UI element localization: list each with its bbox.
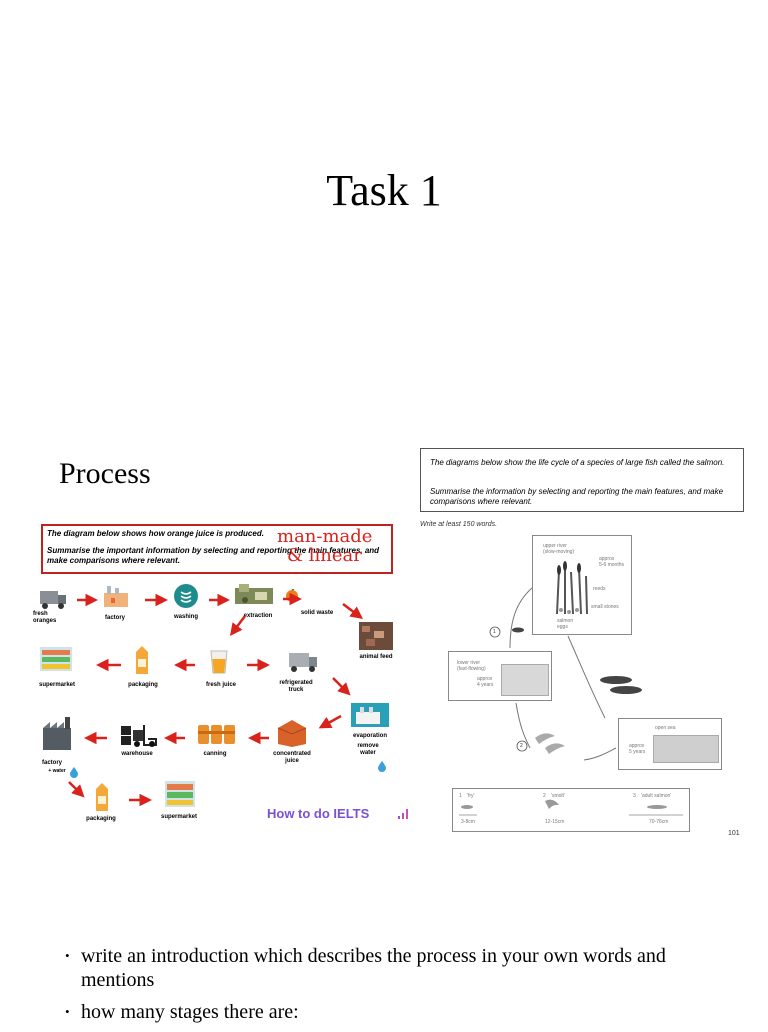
upper-river-box: upper river (slow-moving) approx 5-6 mon… [532,535,632,635]
evaporation-plant-icon [351,703,389,727]
salmon-cycle-arrows [489,587,642,761]
salmon-prompt-line1: The diagrams below show the life cycle o… [430,458,725,467]
upper-river-eggs: salmon eggs [557,618,574,630]
refrigerated-truck-icon [289,653,317,672]
slide-title: Task 1 [326,166,442,215]
label-animal-feed: animal feed [359,654,393,660]
upper-river-sub: (slow-moving) [543,549,575,555]
reeds-illustration [556,561,588,615]
cans-icon [198,725,235,744]
juice-glass-icon [210,650,228,674]
bullet-list: • write an introduction which describes … [64,944,724,1032]
bullet-item: • how many stages there are: [64,1000,724,1024]
label-supermarket-2: supermarket [160,814,198,820]
warehouse-forklift-icon [121,725,157,747]
label-factory-water: factory [41,760,62,766]
label-refrigerated-truck: refrigerated truck [279,680,313,693]
bullet-text: how many stages there are: [81,1001,299,1023]
page-number: 101 [728,830,740,837]
ielts-logo-text: How to do IELTS [267,806,370,821]
lower-river-approx: approx [477,676,493,682]
concentrated-juice-box-icon [277,720,307,747]
salmon-prompt-box: The diagrams below show the life cycle o… [420,448,744,512]
label-warehouse: warehouse [121,751,153,757]
supermarket-2-icon [165,781,195,807]
salmon-legend: 1 'fry' 3-8cm 2 'smolt' 12-15cm 3 'adult… [452,788,690,832]
lower-river-box: lower river (fast-flowing) approx 4 year… [448,651,552,701]
salmon-prompt-line2: Summarise the information by selecting a… [430,487,724,506]
open-sea-box: open sea approx 5 years [618,718,722,770]
bullet-item: • write an introduction which describes … [64,944,724,992]
factory-icon [104,586,128,607]
oj-prompt-line2: Summarise the important information by s… [47,546,380,565]
tag-linear: & linear [287,545,362,566]
oj-prompt-box: The diagram below shows how orange juice… [41,524,393,574]
marker-1: 1 [493,629,496,635]
upper-river-reeds: reeds [593,586,606,592]
open-sea-years: 5 years [629,749,646,755]
label-supermarket: supermarket [38,682,76,688]
legend-1-size: 3-8cm [461,819,475,825]
signal-bars-icon [398,809,408,819]
juice-carton-2-icon [96,783,108,811]
label-fresh-juice: fresh juice [205,682,236,688]
extraction-machine-icon [235,584,273,604]
legend-2-num: 2 [543,793,546,799]
salmon-diagram: The diagrams below show the life cycle o… [420,448,750,841]
label-solid-waste: solid waste [300,610,334,616]
label-washing: washing [173,614,198,620]
legend-1-num: 1 [459,793,462,799]
label-packaging-2: packaging [86,816,116,822]
legend-3-num: 3 [633,793,636,799]
process-arrows [68,592,363,807]
factory-water-icon [43,717,71,750]
legend-2-name: 'smolt' [551,793,565,799]
label-factory: factory [104,615,125,621]
truck-icon [40,591,66,609]
section-title: Process [59,457,151,490]
upper-river-months: 5-6 months [599,562,625,568]
upper-river-stones: small stones [591,604,619,610]
orange-juice-diagram: The diagram below shows how orange juice… [33,520,408,835]
water-drop-icon [70,767,78,778]
upper-river-approx: approx [599,556,615,562]
open-sea-title: open sea [655,725,676,731]
lower-river-sub: (fast-flowing) [457,666,486,672]
supermarket-icon [40,647,72,671]
upper-river-title: upper river [543,543,567,549]
legend-3-name: 'adult salmon' [641,793,672,799]
bullet-dot: • [65,948,70,963]
water-drop-remove-icon [378,761,386,772]
legend-3-size: 70-76cm [649,819,669,825]
open-sea-image [653,735,719,763]
label-evaporation: evaporation [352,733,387,739]
lower-river-years: 4 years [477,682,494,688]
open-sea-approx: approx [629,743,645,749]
animal-feed-icon [359,622,393,650]
washing-icon [174,584,198,608]
lower-river-title: lower river [457,660,481,666]
tag-man-made: man-made [277,526,373,547]
legend-2-size: 12-15cm [545,819,565,825]
juice-carton-icon [136,646,148,674]
label-packaging: packaging [128,682,158,688]
legend-fish-sketches [459,799,683,816]
word-count-note: Write at least 150 words. [420,521,498,528]
oj-prompt-line1: The diagram below shows how orange juice… [47,529,264,538]
label-plus-water: + water [48,768,66,774]
label-fresh-oranges: fresh oranges [33,611,57,624]
label-canning: canning [203,751,227,757]
bullet-text: write an introduction which describes th… [81,945,666,991]
label-concentrated-juice: concentrated juice [273,751,311,764]
marker-2: 2 [520,743,523,749]
legend-1-name: 'fry' [467,793,475,799]
label-remove-water: remove water [357,743,379,756]
lower-river-image [501,664,549,696]
label-extraction: extraction [243,613,273,619]
bullet-dot: • [65,1004,70,1019]
